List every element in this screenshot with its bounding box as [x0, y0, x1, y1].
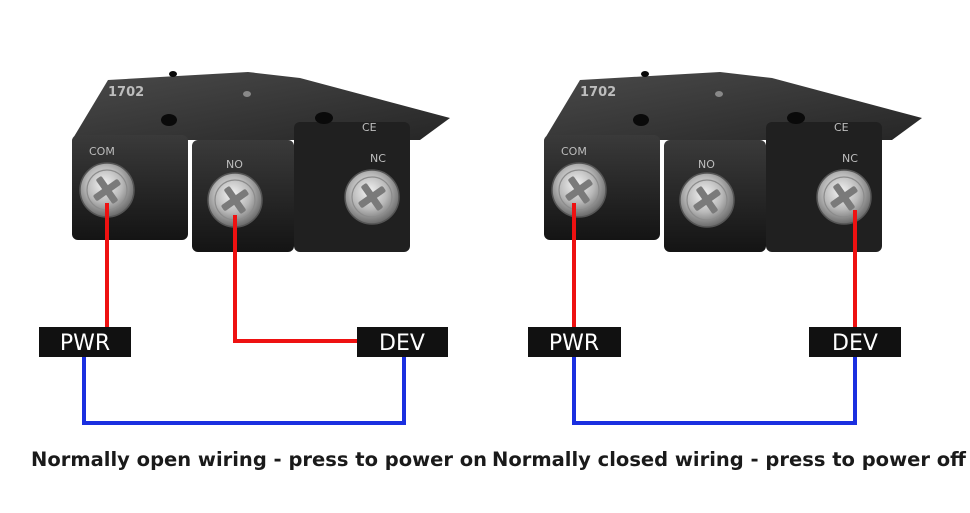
dev-text: DEV	[832, 331, 878, 356]
pwr-label-right: PWR	[528, 327, 621, 357]
terminal-label-com: COM	[561, 145, 587, 158]
blue-wire-pwr-dev	[82, 355, 406, 425]
mount-hole	[641, 71, 649, 77]
blue-wire-pwr-dev	[572, 355, 857, 425]
model-number: 1702	[108, 85, 144, 100]
mount-hole	[161, 114, 177, 126]
caption-normally-open: Normally open wiring - press to power on	[31, 448, 488, 471]
pwr-label-left: PWR	[39, 327, 131, 357]
screw-nc-icon	[344, 169, 400, 225]
mount-hole	[633, 114, 649, 126]
switch-normally-closed: 1702 CE COM NO NC	[544, 71, 922, 252]
terminal-label-com: COM	[89, 145, 115, 158]
terminal-label-no: NO	[698, 158, 715, 171]
screw-no-icon	[679, 172, 735, 228]
switch-normally-open: 1702 CE COM NO NC	[72, 71, 450, 252]
red-wire-no-dev	[233, 215, 358, 343]
pwr-box	[39, 327, 131, 357]
dev-label-right: DEV	[809, 327, 901, 357]
terminal-label-nc: NC	[370, 152, 386, 165]
mount-hole	[243, 91, 251, 97]
dev-label-left: DEV	[357, 327, 448, 357]
dev-box	[809, 327, 901, 357]
mount-hole	[787, 112, 805, 124]
caption-normally-closed: Normally closed wiring - press to power …	[492, 448, 966, 471]
screw-nc-icon	[816, 169, 872, 225]
pwr-box	[528, 327, 621, 357]
ce-mark: CE	[362, 121, 377, 134]
ce-mark: CE	[834, 121, 849, 134]
mount-hole	[169, 71, 177, 77]
screw-com-icon	[551, 162, 607, 218]
model-number: 1702	[580, 85, 616, 100]
pwr-text: PWR	[60, 331, 110, 356]
dev-text: DEV	[379, 331, 425, 356]
dev-box	[357, 327, 448, 357]
wires-normally-open	[82, 203, 406, 425]
mount-hole	[715, 91, 723, 97]
pwr-text: PWR	[549, 331, 599, 356]
terminal-label-no: NO	[226, 158, 243, 171]
mount-hole	[315, 112, 333, 124]
terminal-label-nc: NC	[842, 152, 858, 165]
wires-normally-closed	[572, 203, 857, 425]
